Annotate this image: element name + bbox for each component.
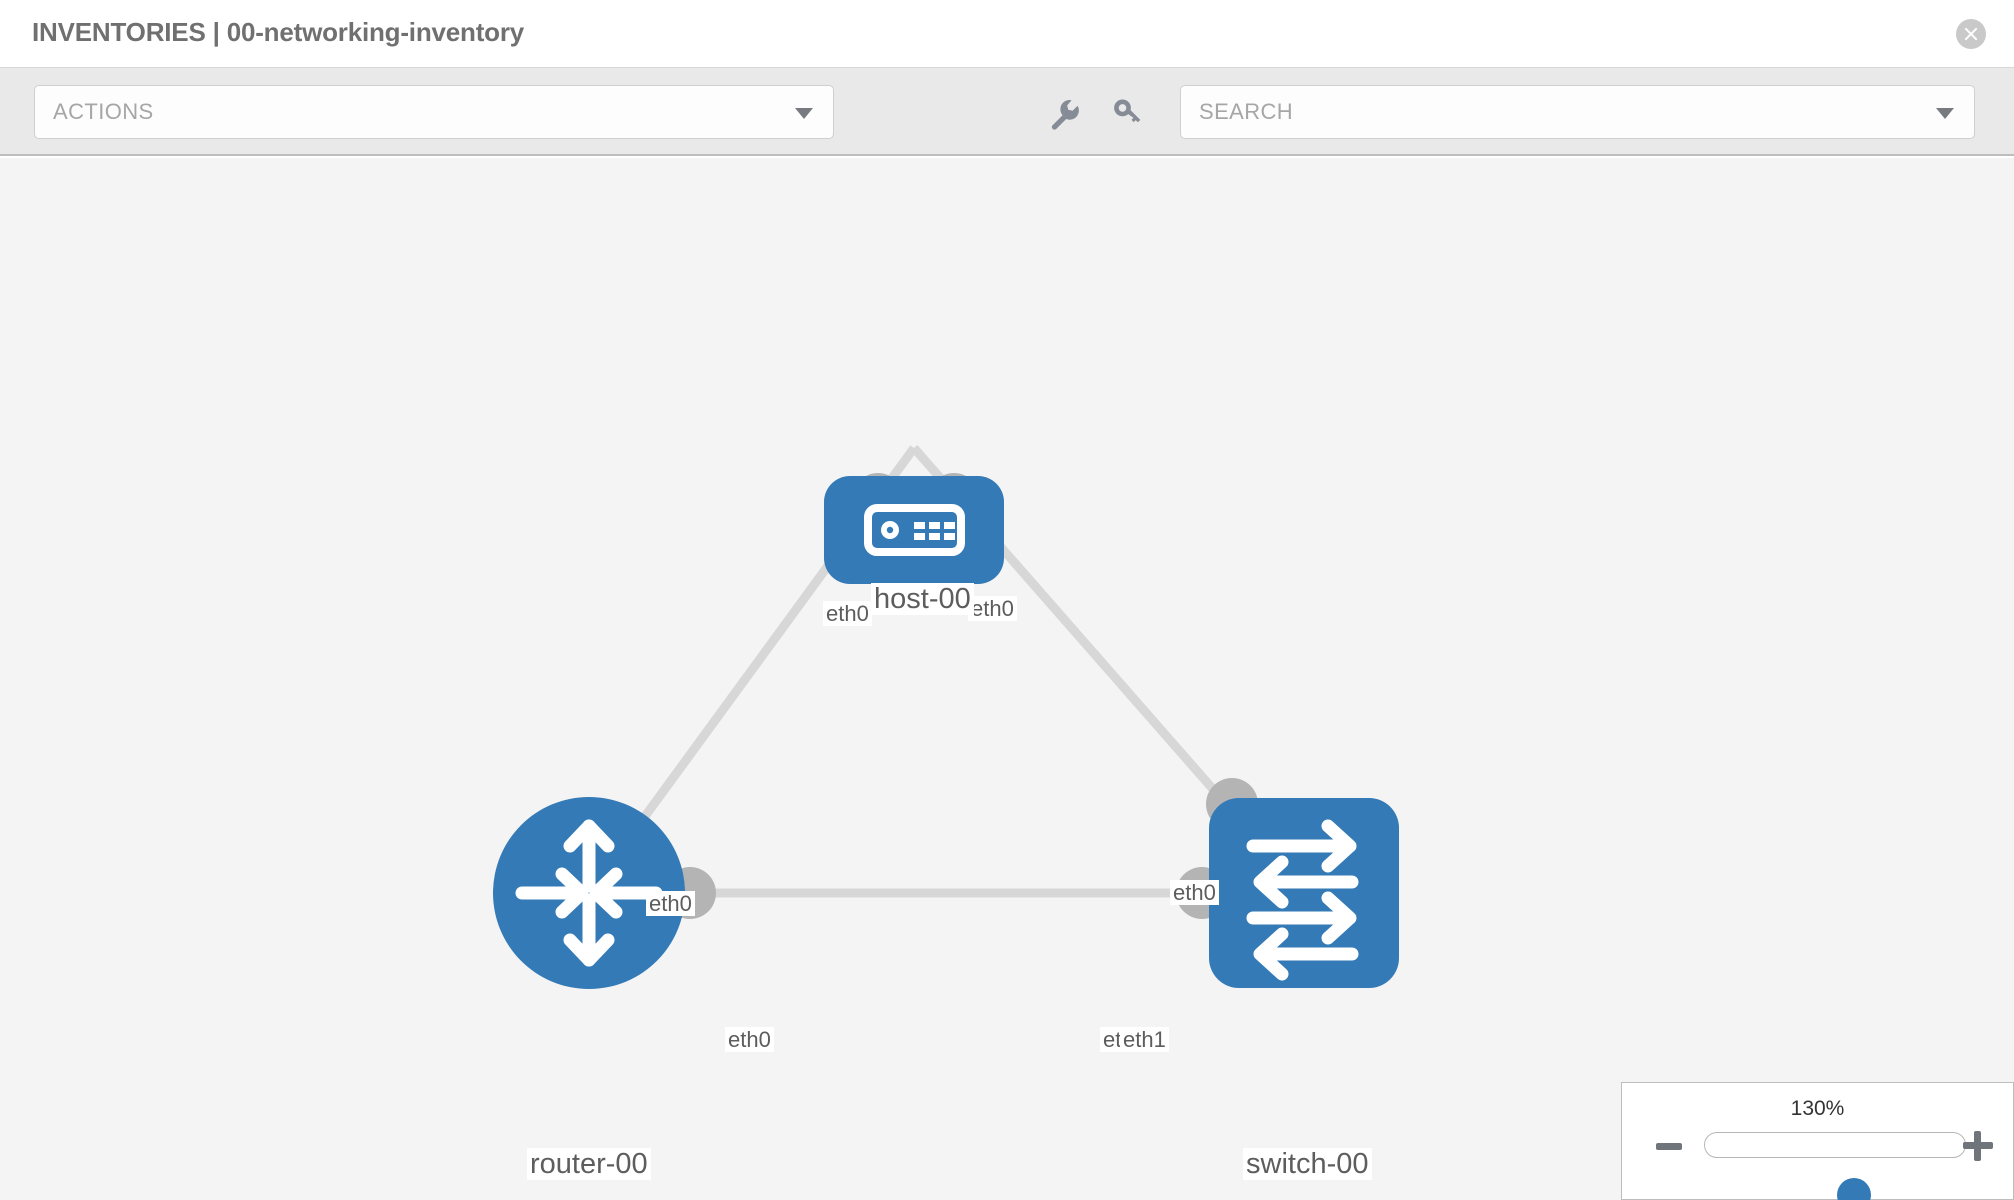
chevron-down-icon[interactable] [1936, 108, 1954, 119]
search-input[interactable]: SEARCH [1180, 85, 1975, 139]
interface-label: eth0 [968, 596, 1017, 622]
interface-label: eth0 [646, 891, 695, 917]
minus-icon[interactable] [1656, 1143, 1682, 1150]
search-placeholder: SEARCH [1199, 99, 1294, 124]
router-arrows-icon [515, 819, 663, 967]
interface-label: eth0 [823, 601, 872, 627]
interface-label: eth1 [1120, 1027, 1169, 1053]
page-title: INVENTORIES | 00-networking-inventory [32, 17, 525, 47]
interface-label: eth0 [725, 1027, 774, 1053]
node-switch-00[interactable] [1209, 798, 1399, 988]
topology-graph [493, 445, 1399, 989]
zoom-percent-label: 130% [1790, 1097, 1845, 1120]
topology-canvas[interactable]: eth0 eth0 eth0 eth0 eth0 eth eth1 host-0… [0, 158, 2014, 1200]
zoom-control-panel: 130% [1621, 1082, 2014, 1200]
wrench-icon[interactable] [1047, 96, 1081, 130]
node-label-router-00: router-00 [527, 1148, 651, 1181]
node-router-00[interactable] [493, 797, 685, 989]
node-label-host-00: host-00 [871, 583, 974, 616]
interface-label: eth0 [1170, 880, 1219, 906]
server-icon [864, 504, 965, 556]
zoom-slider-thumb[interactable] [1837, 1178, 1871, 1200]
node-host-00[interactable] [824, 476, 1004, 584]
close-icon[interactable] [1956, 19, 1986, 49]
switch-arrows-icon [1246, 819, 1359, 981]
key-icon[interactable] [1110, 96, 1144, 130]
actions-dropdown[interactable]: ACTIONS [34, 85, 834, 139]
plus-icon[interactable] [1963, 1131, 1993, 1161]
actions-dropdown-label: ACTIONS [53, 99, 154, 124]
node-label-switch-00: switch-00 [1243, 1148, 1372, 1181]
chevron-down-icon [795, 108, 813, 119]
zoom-slider[interactable] [1704, 1132, 1966, 1200]
window-header: INVENTORIES | 00-networking-inventory [0, 0, 2014, 68]
